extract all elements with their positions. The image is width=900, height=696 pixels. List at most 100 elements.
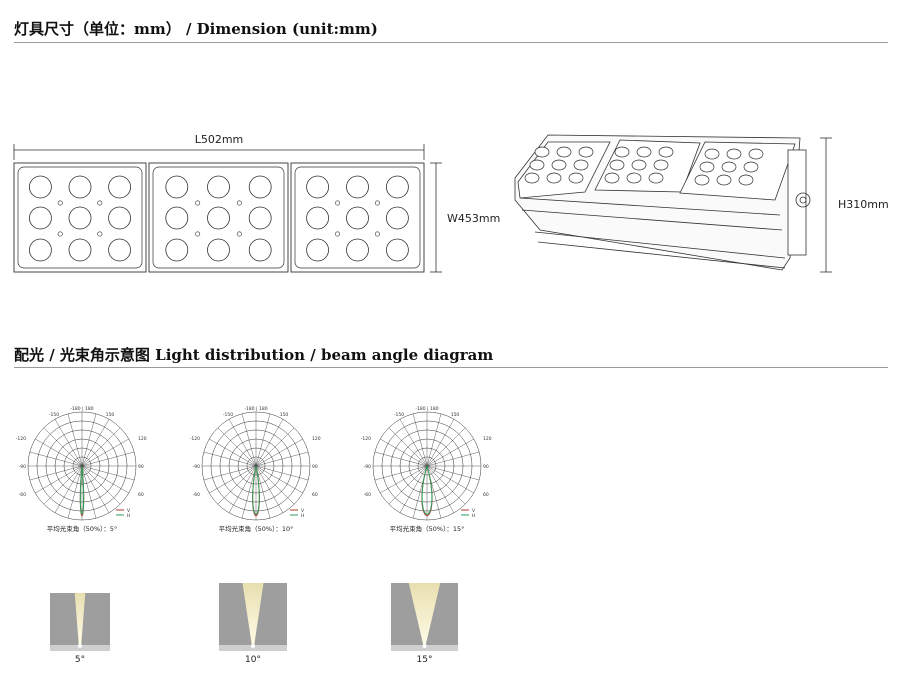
polar-spoke (54, 419, 83, 467)
screw-hole (195, 231, 201, 237)
polar-spoke (81, 451, 135, 467)
perspective-led (524, 172, 540, 184)
screw-hole (57, 200, 63, 206)
polar-label: -150 (394, 412, 404, 418)
led-lens (306, 238, 330, 262)
polar-spoke (81, 465, 129, 494)
polar-label: -120 (16, 436, 26, 442)
beam-cone (74, 593, 86, 645)
perspective-led (658, 146, 674, 158)
led-lens (346, 206, 369, 230)
polar-spoke (374, 451, 428, 467)
polar-spoke (241, 465, 257, 519)
led-lens (385, 175, 409, 199)
perspective-led (614, 146, 630, 158)
polar-spoke (412, 413, 428, 467)
beam-angle-label: 15° (417, 655, 433, 665)
polar-label: -150 (223, 412, 233, 418)
led-lens (207, 175, 230, 199)
perspective-led (604, 172, 620, 184)
led-lens (248, 238, 272, 262)
light-distribution-section-title: 配光 / 光束角示意图 Light distribution / beam an… (14, 346, 494, 364)
beam-angle-caption: 平均光束角（50%）：10° (219, 524, 294, 533)
perspective-leds (524, 146, 764, 186)
polar-spoke (255, 451, 309, 467)
perspective-led (556, 146, 572, 158)
perspective-led (743, 161, 759, 173)
height-label: H310mm (838, 198, 889, 211)
led-lens (248, 206, 272, 230)
led-lens (306, 206, 330, 230)
polar-label: 60 (138, 492, 144, 498)
polar-spoke (399, 465, 428, 513)
polar-spoke (255, 465, 303, 494)
polar-spoke (209, 438, 257, 467)
light-distribution-divider (14, 367, 888, 368)
beam-illustration: 10° (219, 583, 287, 665)
light-source (78, 644, 82, 648)
polar-spoke (29, 465, 83, 481)
led-lens (29, 175, 52, 199)
polar-spoke (43, 427, 83, 467)
perspective-led (551, 159, 567, 171)
polar-spoke (35, 465, 83, 494)
polar-spoke (255, 413, 271, 467)
polar-spoke (54, 465, 83, 513)
perspective-led (578, 146, 594, 158)
led-lens (29, 238, 52, 262)
screw-hole (236, 231, 242, 237)
led-lens (108, 206, 131, 230)
legend-h-label: H (472, 513, 475, 519)
perspective-led (529, 159, 545, 171)
screw-hole (195, 200, 201, 206)
polar-spoke (426, 465, 466, 505)
led-lens (207, 238, 230, 262)
light-source (422, 644, 427, 648)
polar-label: 90 (483, 464, 489, 470)
beam-cone (408, 583, 441, 645)
perspective-led (534, 146, 550, 158)
beam-angle-caption: 平均光束角（50%）：15° (390, 524, 465, 533)
polar-spoke (255, 419, 284, 467)
polar-spoke (29, 451, 83, 467)
led-lens (68, 175, 92, 199)
polar-label: -90 (193, 464, 200, 470)
polar-spoke (81, 465, 110, 513)
led-lens (346, 175, 369, 199)
led-lens (165, 175, 189, 199)
polar-label: -60 (364, 492, 371, 498)
dimension-section-title: 灯具尺寸（单位：mm） / Dimension (unit:mm) (14, 20, 378, 38)
polar-spoke (426, 438, 474, 467)
polar-label: 120 (312, 436, 321, 442)
perspective-led (648, 172, 664, 184)
led-lens (207, 206, 230, 230)
perspective-led (573, 159, 589, 171)
led-lens (108, 238, 131, 262)
polar-label: -150 (49, 412, 59, 418)
perspective-led (636, 146, 652, 158)
polar-spoke (67, 413, 83, 467)
polar-spoke (380, 465, 428, 494)
polar-spoke (209, 465, 257, 494)
polar-spoke (228, 419, 257, 467)
perspective-led (653, 159, 669, 171)
polar-spoke (388, 427, 428, 467)
polar-spoke (388, 465, 428, 505)
perspective-led (631, 159, 647, 171)
beam-illustrations: 5° 10° 15° (50, 583, 458, 665)
polar-spoke (255, 465, 284, 513)
polar-spoke (255, 465, 309, 481)
beam-curve (79, 465, 85, 515)
beam-angle-label: 5° (75, 655, 85, 665)
screw-hole (374, 231, 380, 237)
legend-v-label: V (472, 508, 476, 514)
perspective-led (609, 159, 625, 171)
led-lens (29, 206, 52, 230)
polar-label: 120 (138, 436, 147, 442)
length-dimension (13, 144, 425, 160)
perspective-led (699, 161, 715, 173)
polar-spoke (426, 413, 442, 467)
polar-spoke (217, 465, 257, 505)
polar-spoke (426, 451, 480, 467)
